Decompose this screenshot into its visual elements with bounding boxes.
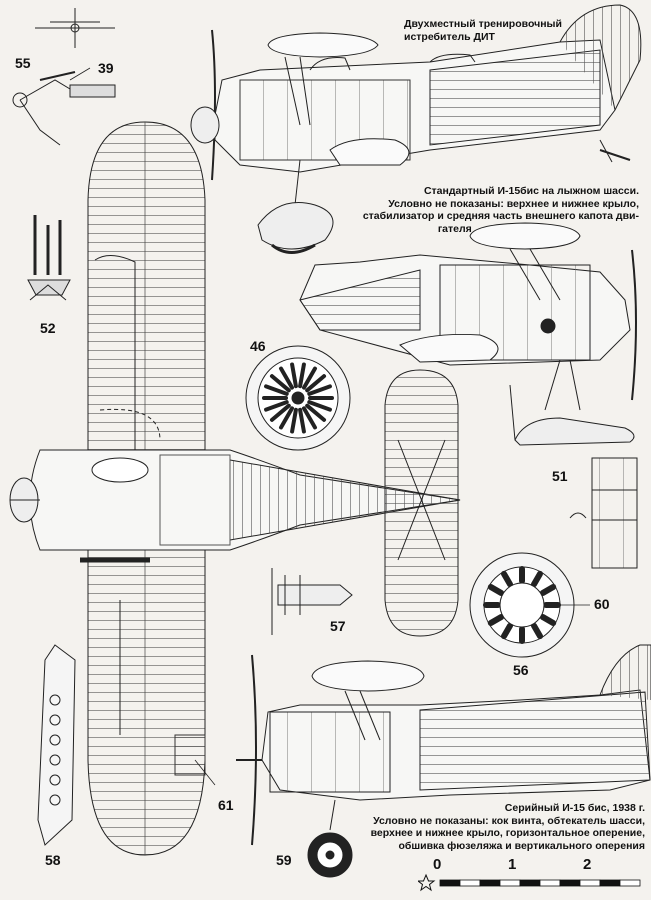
leader-lines (69, 67, 590, 786)
scale-segment (559, 879, 581, 887)
callout-51: 51 (552, 468, 568, 484)
serial-caption-line1: Серийный И-15 бис, 1938 г. (504, 802, 645, 814)
dit-side-view (190, 4, 642, 254)
scale-segment (479, 879, 501, 887)
scale-label-0: 0 (433, 856, 442, 873)
radial-slot (269, 403, 291, 422)
detail-55-39 (12, 8, 116, 146)
callout-39: 39 (98, 60, 114, 76)
scale-segment (599, 879, 621, 887)
radial-slot (298, 407, 306, 434)
radial-slot (298, 362, 306, 389)
radial-slot (279, 366, 294, 390)
ski-caption-line2: Условно не показаны: верхнее и нижнее кр… (388, 197, 639, 210)
dit-title-line2: истребитель ДИТ (404, 30, 495, 43)
radial-slot (539, 584, 557, 596)
serial-side-view (236, 644, 651, 878)
plan-view (9, 121, 461, 856)
serial-caption-line3: верхнее и нижнее крыло, горизонтальное о… (370, 827, 645, 839)
radial-slot (539, 614, 557, 626)
radial-slot (290, 407, 298, 434)
radial-slot (531, 570, 543, 588)
callout-46: 46 (250, 338, 266, 354)
radial-slot (302, 366, 317, 390)
radial-slot (307, 384, 332, 396)
radial-slot (307, 400, 332, 412)
ski-caption-line1: Стандартный И-15бис на лыжном шасси. (423, 185, 639, 197)
scale-segment (539, 879, 561, 887)
detail-58 (37, 644, 76, 846)
radial-slot (487, 614, 505, 626)
serial-caption: Серийный И-15 бис, 1938 г. Условно не по… (371, 802, 645, 852)
detail-56-wheel (469, 552, 575, 658)
radial-slot (531, 622, 543, 640)
ski-caption: Стандартный И-15бис на лыжном шасси. Усл… (363, 185, 639, 235)
callout-57: 57 (330, 618, 346, 634)
radial-slot (487, 584, 505, 596)
callout-58: 58 (45, 852, 61, 868)
radial-slot (290, 362, 298, 389)
detail-52 (27, 215, 71, 301)
star-icon (418, 873, 436, 892)
callout-61: 61 (218, 797, 234, 813)
detail-57 (271, 568, 353, 635)
callout-60: 60 (594, 596, 610, 612)
radial-slot (501, 570, 513, 588)
callout-55: 55 (15, 55, 31, 71)
scale-label-1: 1 (508, 856, 517, 873)
ski-caption-line3: стабилизатор и средняя часть внешнего ка… (362, 210, 639, 222)
callout-52: 52 (40, 320, 56, 336)
detail-46-engine (245, 345, 351, 451)
detail-51 (569, 457, 638, 569)
radial-slot (302, 406, 317, 430)
dit-title-line1: Двухместный тренировочный (404, 18, 562, 30)
radial-slot (264, 384, 289, 396)
radial-slot (501, 622, 513, 640)
dit-title: Двухместный тренировочный истребитель ДИ… (404, 18, 562, 43)
ski-side-view (299, 222, 637, 446)
serial-caption-line4: обшивка фюзеляжа и вертикального оперени… (398, 839, 646, 852)
scale-segment (499, 879, 521, 887)
ski-caption-line4: гателя (437, 222, 472, 235)
scale-segment (619, 879, 641, 887)
radial-slot (305, 403, 327, 422)
scale-label-2: 2 (583, 856, 592, 873)
callout-56: 56 (513, 662, 529, 678)
callout-59: 59 (276, 852, 292, 868)
scale-segment (579, 879, 601, 887)
scale-segment (519, 879, 541, 887)
scale-segment (459, 879, 481, 887)
scale-segment (439, 879, 461, 887)
serial-caption-line2: Условно не показаны: кок винта, обтекате… (373, 814, 645, 827)
radial-slot (264, 400, 289, 412)
stabilizer-plan (384, 369, 459, 637)
radial-slot (269, 374, 291, 393)
radial-slot (279, 406, 294, 430)
scale-bar-graphic (418, 873, 641, 892)
radial-slot (305, 374, 327, 393)
